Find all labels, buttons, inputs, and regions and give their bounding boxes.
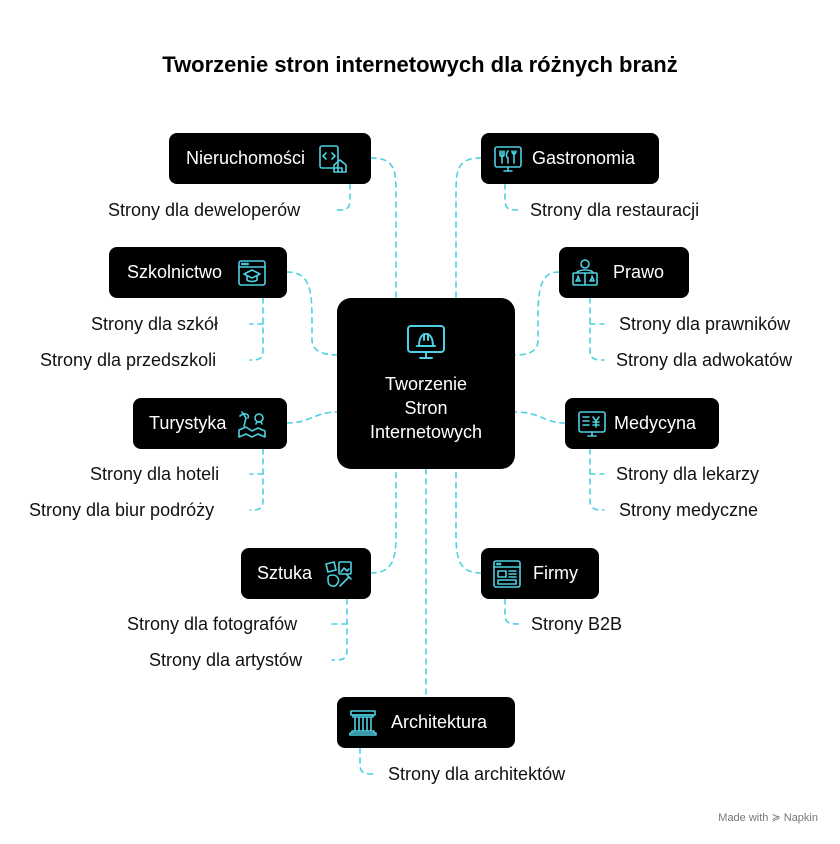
- node-label: Gastronomia: [532, 148, 636, 168]
- sub-strony-dla-fotografow: Strony dla fotografów: [127, 614, 298, 634]
- sub-strony-dla-deweloperow: Strony dla deweloperów: [108, 200, 301, 220]
- node-szkolnictwo: Szkolnictwo: [109, 247, 287, 298]
- node-label: Turystyka: [149, 413, 227, 433]
- node-prawo: Prawo: [559, 247, 689, 298]
- sub-strony-dla-prawnikow: Strony dla prawników: [619, 314, 791, 334]
- medical-monitor-icon: [576, 408, 608, 440]
- layout-icon: [491, 558, 523, 590]
- node-turystyka: Turystyka: [133, 398, 287, 449]
- monitor-hardhat-icon: [404, 322, 448, 366]
- sub-strony-dla-artystow: Strony dla artystów: [149, 650, 303, 670]
- node-label: Sztuka: [257, 563, 313, 583]
- restaurant-monitor-icon: [492, 143, 524, 175]
- center-line-3: Internetowych: [369, 422, 483, 442]
- center-line-2: Stron: [404, 398, 448, 418]
- node-label: Nieruchomości: [186, 148, 306, 168]
- building-columns-icon: [347, 707, 379, 739]
- sub-strony-dla-restauracji: Strony dla restauracji: [530, 200, 700, 220]
- node-label: Medycyna: [614, 413, 697, 433]
- node-label: Firmy: [533, 563, 578, 583]
- sub-strony-dla-biur-podrozy: Strony dla biur podróży: [29, 500, 215, 520]
- sub-strony-medyczne: Strony medyczne: [619, 500, 759, 520]
- sub-strony-dla-architektow: Strony dla architektów: [388, 764, 566, 784]
- node-nieruchomosci: Nieruchomości: [169, 133, 371, 184]
- art-icon: [322, 558, 354, 590]
- sub-strony-dla-lekarzy: Strony dla lekarzy: [616, 464, 760, 484]
- graduation-cap-icon: [236, 257, 268, 289]
- node-architektura: Architektura: [337, 697, 515, 748]
- sub-strony-dla-przedszkoli: Strony dla przedszkoli: [40, 350, 217, 370]
- node-firmy: Firmy: [481, 548, 599, 599]
- lawyer-scales-icon: [569, 257, 601, 289]
- sub-strony-dla-hoteli: Strony dla hoteli: [90, 464, 220, 484]
- footer-attribution: Made with ≽ Napkin: [718, 812, 818, 824]
- page-title: Tworzenie stron internetowych dla różnyc…: [162, 52, 678, 77]
- sub-strony-dla-adwokatow: Strony dla adwokatów: [616, 350, 793, 370]
- node-gastronomia: Gastronomia: [481, 133, 659, 184]
- sub-strony-b2b: Strony B2B: [531, 614, 623, 634]
- node-medycyna: Medycyna: [565, 398, 719, 449]
- node-sztuka: Sztuka: [241, 548, 371, 599]
- node-label: Architektura: [391, 712, 488, 732]
- center-line-1: Tworzenie: [384, 374, 468, 394]
- node-label: Szkolnictwo: [127, 262, 223, 282]
- node-label: Prawo: [613, 262, 665, 282]
- travel-icon: [236, 408, 268, 440]
- code-house-icon: [317, 143, 349, 175]
- sub-strony-dla-szkol: Strony dla szkół: [91, 314, 219, 334]
- center-node: Tworzenie Stron Internetowych: [337, 298, 515, 469]
